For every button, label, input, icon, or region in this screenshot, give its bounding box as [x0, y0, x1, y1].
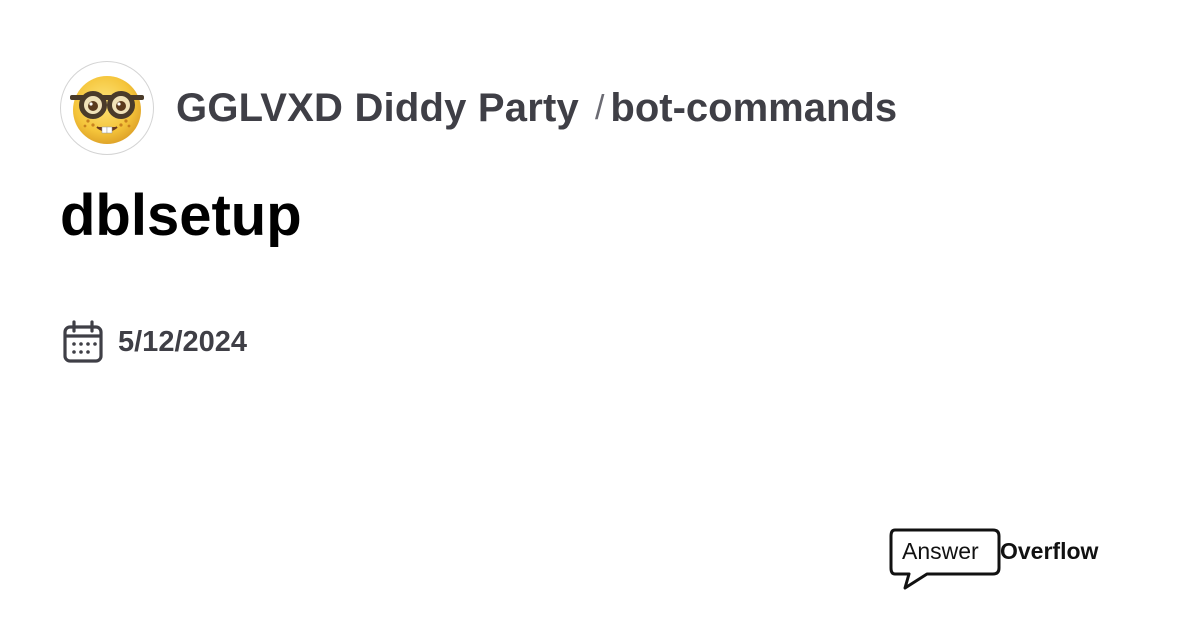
calendar-icon: [63, 320, 103, 363]
brand-overflow: Overflow: [1000, 538, 1099, 564]
channel-name[interactable]: bot-commands: [610, 85, 898, 130]
nerd-face-icon: [70, 76, 144, 144]
channel-header: GGLVXD Diddy Party / bot-commands: [60, 60, 897, 156]
brand-answer: Answer: [902, 538, 979, 564]
thread-title: dblsetup: [60, 183, 302, 248]
server-name[interactable]: GGLVXD Diddy Party: [176, 85, 579, 130]
speech-bubble-icon: [889, 528, 1001, 590]
date-text: 5/12/2024: [118, 325, 248, 358]
server-avatar[interactable]: [60, 61, 154, 155]
breadcrumb-separator: /: [594, 88, 605, 127]
answer-overflow-logo: Answer Overflow: [889, 528, 1119, 592]
post-date: 5/12/2024: [62, 320, 247, 364]
